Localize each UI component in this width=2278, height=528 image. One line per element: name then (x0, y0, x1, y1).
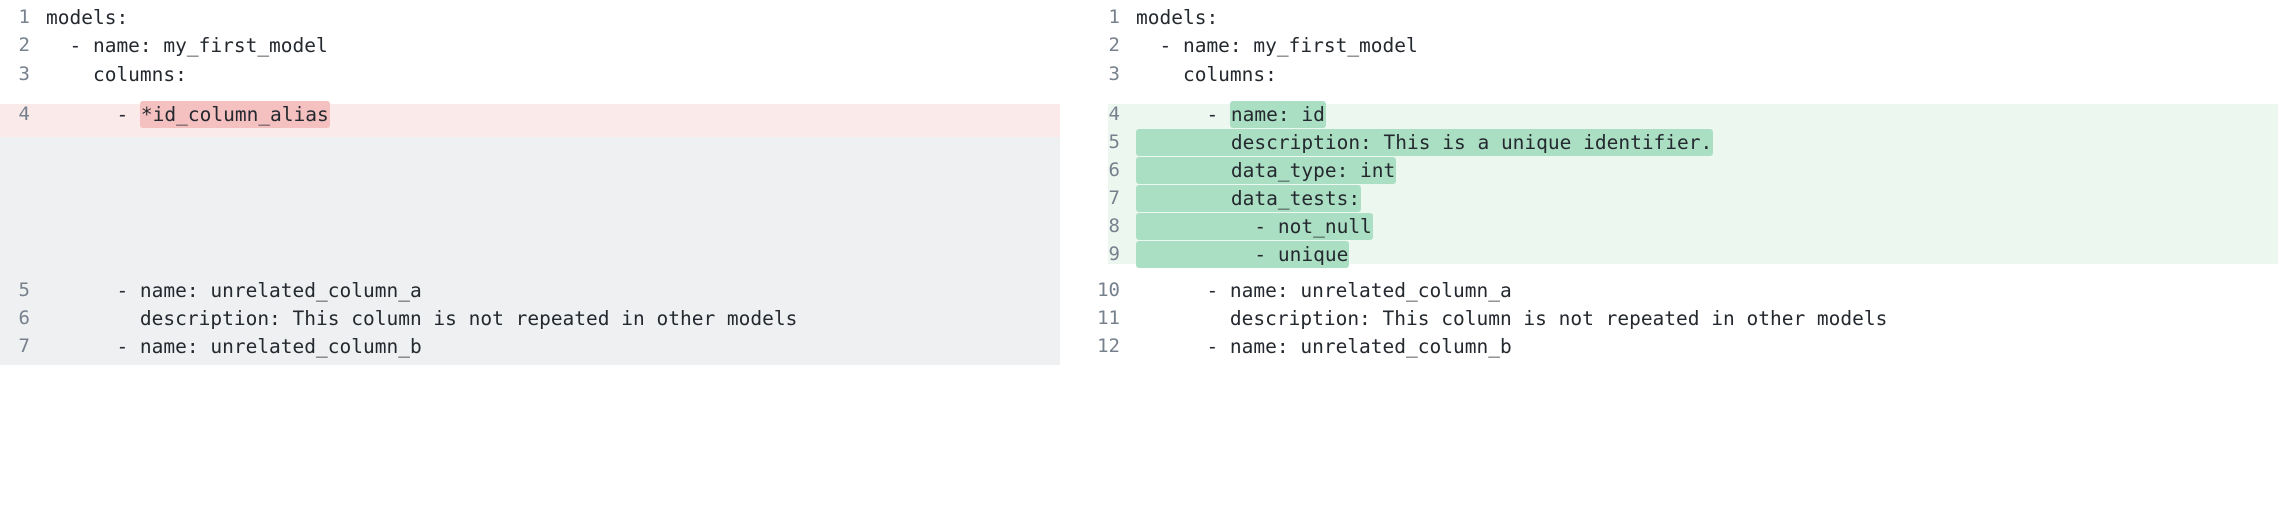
code-segment: - name: unrelated_column_b (1136, 335, 1512, 358)
line-content: - name: unrelated_column_a (1120, 277, 2278, 304)
line-number: 2 (18, 34, 30, 56)
code-line[interactable]: 11 description: This column is not repea… (1060, 305, 2278, 332)
code-segment: columns: (46, 63, 187, 86)
code-line[interactable]: 12 - name: unrelated_column_b (1060, 333, 2278, 360)
code-line-deleted[interactable]: 4 - *id_column_alias (0, 101, 1060, 128)
line-number: 5 (1108, 131, 1120, 153)
line-content: description: This is a unique identifier… (1120, 129, 2278, 156)
line-content: - name: id (1120, 101, 2278, 128)
added-token: data_tests: (1136, 185, 1362, 212)
line-content: - unique (1120, 241, 2278, 268)
code-line-added[interactable]: 4 - name: id (1060, 101, 2278, 128)
line-number: 9 (1108, 243, 1120, 265)
diff-pane-after: 1 models: 2 - name: my_first_model 3 col… (1060, 0, 2278, 528)
line-content: - name: my_first_model (30, 32, 1060, 59)
code-segment: models: (1136, 6, 1219, 29)
line-number: 8 (1108, 215, 1120, 237)
line-content: data_tests: (1120, 185, 2278, 212)
code-segment: - (1136, 103, 1230, 126)
code-line[interactable]: 1 models: (0, 4, 1060, 31)
line-content: - *id_column_alias (30, 101, 1060, 128)
added-token: - not_null (1136, 213, 1373, 240)
line-number: 10 (1097, 279, 1120, 301)
code-segment: models: (46, 6, 129, 29)
code-segment: - (46, 103, 140, 126)
line-number: 4 (1108, 103, 1120, 125)
line-number: 11 (1097, 307, 1120, 329)
line-number: 1 (1108, 6, 1120, 28)
line-number: 7 (18, 335, 30, 357)
line-content: data_type: int (1120, 157, 2278, 184)
code-segment: - name: unrelated_column_a (1136, 279, 1512, 302)
alignment-spacer-block (0, 137, 1060, 365)
line-content: models: (1120, 4, 2278, 31)
line-number: 4 (18, 103, 30, 125)
line-number: 2 (1108, 34, 1120, 56)
code-line[interactable]: 1 models: (1060, 4, 2278, 31)
line-content: models: (30, 4, 1060, 31)
line-content: - not_null (1120, 213, 2278, 240)
added-lines-block (1108, 104, 2278, 264)
line-content: - name: unrelated_column_b (30, 333, 1060, 360)
line-number: 6 (1108, 159, 1120, 181)
code-line[interactable]: 3 columns: (0, 61, 1060, 88)
line-content: - name: unrelated_column_a (30, 277, 1060, 304)
added-token: description: This is a unique identifier… (1136, 129, 1714, 156)
line-content: - name: my_first_model (1120, 32, 2278, 59)
deleted-token: *id_column_alias (139, 101, 330, 128)
code-line[interactable]: 3 columns: (1060, 61, 2278, 88)
code-line[interactable]: 2 - name: my_first_model (1060, 32, 2278, 59)
code-segment: - name: unrelated_column_b (46, 335, 422, 358)
code-line[interactable]: 7 - name: unrelated_column_b (0, 333, 1060, 360)
added-token: data_type: int (1136, 157, 1397, 184)
diff-pane-before: 1 models: 2 - name: my_first_model 3 col… (0, 0, 1060, 528)
line-number: 6 (18, 307, 30, 329)
line-content: description: This column is not repeated… (1120, 305, 2278, 332)
line-content: columns: (1120, 61, 2278, 88)
code-line[interactable]: 10 - name: unrelated_column_a (1060, 277, 2278, 304)
code-line-added[interactable]: 5 description: This is a unique identifi… (1060, 129, 2278, 156)
line-number: 3 (18, 63, 30, 85)
code-line-added[interactable]: 6 data_type: int (1060, 157, 2278, 184)
line-number: 3 (1108, 63, 1120, 85)
code-segment: description: This column is not repeated… (46, 307, 798, 330)
line-number: 7 (1108, 187, 1120, 209)
code-segment: - name: my_first_model (1136, 34, 1418, 57)
code-segment: - name: my_first_model (46, 34, 328, 57)
added-token: - unique (1136, 241, 1350, 268)
line-content: columns: (30, 61, 1060, 88)
code-line-added[interactable]: 8 - not_null (1060, 213, 2278, 240)
added-token: name: id (1229, 101, 1326, 128)
line-content: description: This column is not repeated… (30, 305, 1060, 332)
line-number: 1 (18, 6, 30, 28)
code-segment: - name: unrelated_column_a (46, 279, 422, 302)
code-line-added[interactable]: 7 data_tests: (1060, 185, 2278, 212)
code-line-added[interactable]: 9 - unique (1060, 241, 2278, 268)
code-line[interactable]: 6 description: This column is not repeat… (0, 305, 1060, 332)
code-line[interactable]: 5 - name: unrelated_column_a (0, 277, 1060, 304)
code-segment: description: This column is not repeated… (1136, 307, 1888, 330)
line-number: 5 (18, 279, 30, 301)
code-line[interactable]: 2 - name: my_first_model (0, 32, 1060, 59)
code-segment: columns: (1136, 63, 1277, 86)
line-content: - name: unrelated_column_b (1120, 333, 2278, 360)
line-number: 12 (1097, 335, 1120, 357)
